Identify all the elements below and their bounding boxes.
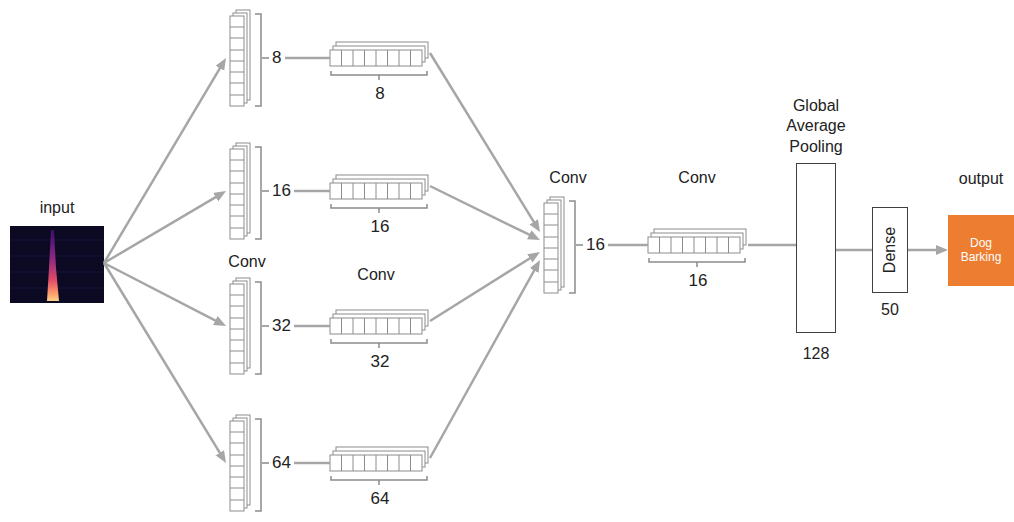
feature-map-row (330, 447, 428, 485)
conv-filter-stack: 8 (226, 10, 285, 110)
class-name: Dog Barking (952, 236, 1010, 265)
flow-arrow (908, 249, 940, 252)
conv-filter-stack: 16 (540, 197, 608, 297)
conv-filter-stack (544, 197, 583, 293)
conv-filter-stack: 32 (226, 278, 294, 378)
channel-count: 8 (272, 48, 281, 68)
feature-map-row: 16 (330, 175, 430, 240)
flow-arrow (430, 186, 533, 236)
output-class-box: outputDog Barking (948, 215, 1014, 286)
conv-filter-stack: 64 (226, 415, 294, 515)
feature-map-row: 8 (330, 42, 430, 107)
conv-filter-stack (230, 10, 269, 106)
feature-map-row (648, 229, 746, 267)
flow-line (294, 325, 330, 328)
conv-filter-stack (230, 415, 269, 511)
channel-count: 32 (272, 316, 291, 336)
flow-line (836, 249, 872, 252)
flow-line (294, 190, 330, 193)
layer-type-label: Conv (228, 252, 265, 271)
feature-map-row (330, 175, 428, 213)
feature-map-row: 32 (330, 310, 430, 375)
unit-count: 128 (803, 344, 830, 363)
flow-line (285, 57, 330, 60)
input-label: input (40, 198, 75, 217)
output-heading: output (959, 169, 1003, 188)
channel-count: 16 (689, 271, 708, 291)
flow-line (748, 244, 796, 247)
channel-count: 64 (272, 453, 291, 473)
channel-count: 32 (371, 352, 390, 372)
channel-count: 64 (371, 489, 390, 509)
flow-arrow (104, 263, 222, 456)
conv-filter-stack: 16 (226, 143, 294, 243)
layer-heading: Global Average Pooling (771, 96, 861, 158)
input-spectrogram: input (10, 198, 104, 303)
channel-count: 16 (586, 235, 605, 255)
layer-type-label: Conv (357, 265, 394, 284)
feature-map-row (330, 42, 428, 80)
layer-type-label: Conv (678, 168, 715, 187)
feature-map-row: 64 (330, 447, 430, 512)
layer-name: Dense (880, 227, 899, 273)
channel-count: 16 (371, 217, 390, 237)
flow-arrow (430, 53, 536, 225)
flow-arrow (430, 256, 533, 321)
layer-type-label: Conv (549, 168, 586, 187)
conv-filter-stack (230, 278, 269, 374)
spectrogram-image (10, 226, 104, 303)
pooling-layer-box: Global Average Pooling128 (796, 163, 836, 333)
unit-count: 50 (881, 300, 899, 319)
flow-line (294, 462, 330, 465)
conv-filter-stack (230, 143, 269, 239)
dense-layer-box: Dense50 (872, 207, 908, 293)
spectrogram-streak (47, 230, 59, 301)
flow-line (608, 244, 648, 247)
flow-arrow (104, 65, 222, 263)
feature-map-row (330, 310, 428, 348)
channel-count: 8 (375, 84, 384, 104)
flow-arrow (430, 267, 536, 458)
flow-arrow (104, 195, 219, 263)
feature-map-row: 16 (648, 229, 748, 294)
channel-count: 16 (272, 181, 291, 201)
